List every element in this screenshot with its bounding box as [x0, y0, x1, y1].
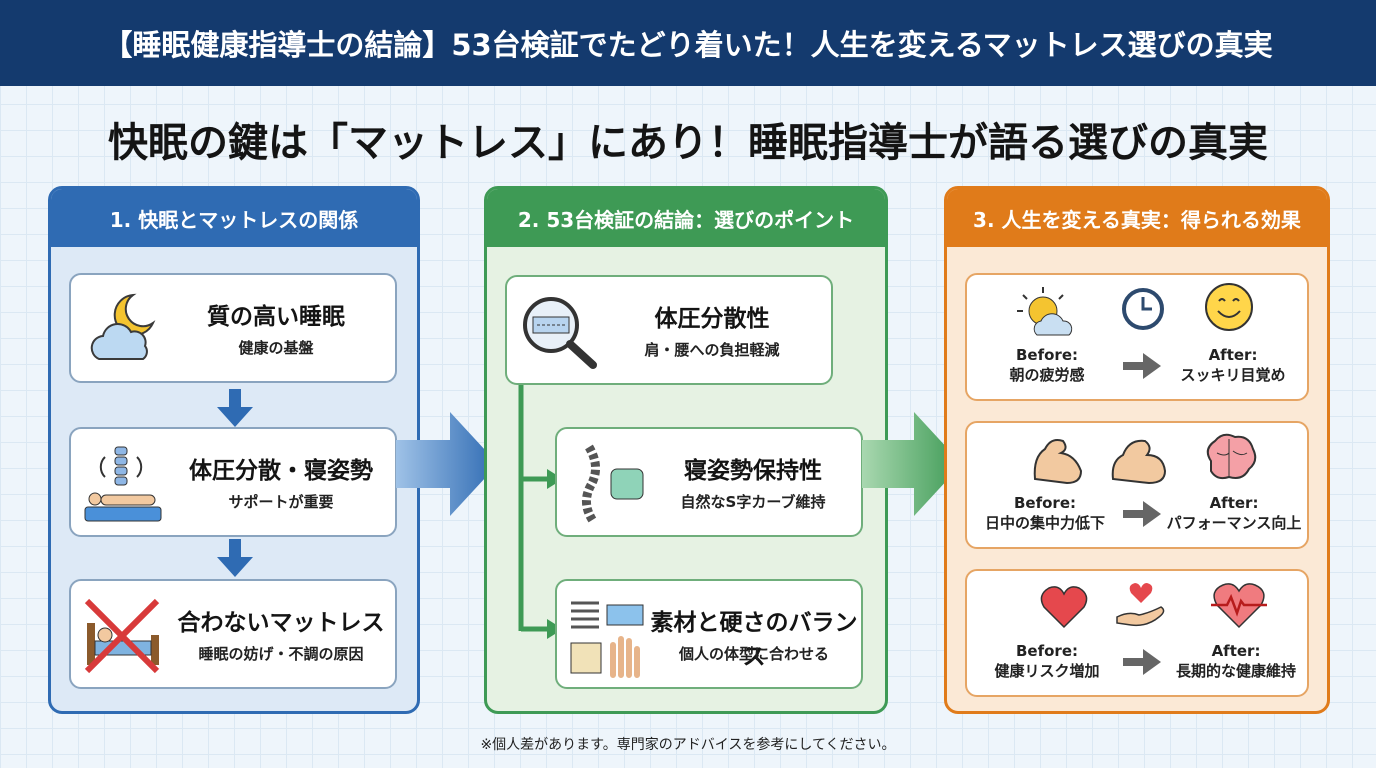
effect-card-health: Before: 健康リスク増加 After: 長期的な健康維持 [965, 569, 1309, 697]
card-materials-balance: 素材と硬さのバランス 個人の体型に合わせる [555, 579, 863, 689]
after-text: スッキリ目覚め [1180, 366, 1286, 384]
magnifier-mattress-icon [523, 297, 597, 369]
column-header: 2. 53台検証の結論：選びのポイント [487, 189, 885, 247]
top-banner: 【睡眠健康指導士の結論】53台検証でたどり着いた！人生を変えるマットレス選びの真… [0, 0, 1376, 86]
arrow-right-blue-icon [396, 412, 498, 516]
card-quality-sleep: 質の高い睡眠 健康の基盤 [69, 273, 397, 383]
main-headline: 快眠の鍵は「マットレス」にあり！睡眠指導士が語る選びの真実 [108, 120, 1268, 166]
arrow-down-icon [217, 539, 253, 577]
card-subtitle: 自然なS字カーブ維持 [680, 493, 826, 511]
before-text: 日中の集中力低下 [984, 514, 1105, 532]
card-bad-mattress: 合わないマットレス 睡眠の妨げ・不調の原因 [69, 579, 397, 689]
crossed-bed-icon [84, 598, 160, 674]
smile-icon [1205, 283, 1253, 331]
heartbeat-icon [1211, 583, 1267, 629]
card-subtitle: 肩・腰への負担軽減 [644, 341, 780, 359]
arrow-down-icon [217, 389, 253, 427]
card-subtitle: サポートが重要 [228, 493, 334, 511]
after-label: After: スッキリ目覚め [1163, 345, 1303, 385]
before-label: Before: 朝の疲労感 [987, 345, 1107, 385]
card-title: 寝姿勢保持性 [684, 458, 822, 484]
card-title: 質の高い睡眠 [207, 304, 345, 330]
card-title: 素材と硬さのバランス [650, 610, 858, 670]
arrow-right-icon [1123, 353, 1161, 379]
clock-icon [1122, 288, 1164, 330]
card-title: 体圧分散・寝姿勢 [189, 458, 373, 484]
moon-cloud-icon [90, 293, 156, 360]
card-subtitle: 個人の体型に合わせる [678, 645, 829, 663]
card-posture-support: 寝姿勢保持性 自然なS字カーブ維持 [555, 427, 863, 537]
before-text: 健康リスク増加 [994, 662, 1100, 680]
card-title: 合わないマットレス [177, 610, 385, 636]
arrow-right-icon [1123, 649, 1161, 675]
column-header: 1. 快眠とマットレスの関係 [51, 189, 417, 247]
footnote: ※個人差があります。専門家のアドバイスを参考にしてください。 [480, 737, 896, 753]
after-text: 長期的な健康維持 [1175, 662, 1296, 680]
arrow-right-green-icon [862, 412, 962, 516]
spine-sleeper-icon [84, 446, 162, 522]
column-effects: 3. 人生を変える真実：得られる効果 Before: 朝の疲労感 After: … [944, 186, 1330, 714]
card-posture: 体圧分散・寝姿勢 サポートが重要 [69, 427, 397, 537]
hand-heart-icon [1116, 583, 1165, 627]
effect-card-focus: Before: 日中の集中力低下 After: パフォーマンス向上 [965, 421, 1309, 549]
arm-icon [1033, 439, 1083, 485]
before-text: 朝の疲労感 [1009, 366, 1085, 384]
brain-icon [1206, 433, 1257, 480]
card-title: 体圧分散性 [654, 306, 770, 332]
before-label: Before: 健康リスク増加 [977, 641, 1117, 681]
heart-icon [1040, 586, 1088, 629]
column-points: 2. 53台検証の結論：選びのポイント 体圧分散性 肩・腰への負担軽減 寝姿勢保… [484, 186, 888, 714]
materials-icon [570, 601, 644, 678]
card-subtitle: 睡眠の妨げ・不調の原因 [198, 645, 364, 663]
card-pressure-distribution: 体圧分散性 肩・腰への負担軽減 [505, 275, 833, 385]
banner-title: 【睡眠健康指導士の結論】53台検証でたどり着いた！人生を変えるマットレス選びの真… [103, 28, 1273, 62]
card-subtitle: 健康の基盤 [238, 339, 314, 357]
column-relationship: 1. 快眠とマットレスの関係 質の高い睡眠 健康の基盤 体圧分散・寝姿勢 サポー… [48, 186, 420, 714]
after-label: After: 長期的な健康維持 [1163, 641, 1309, 681]
strong-arm-icon [1111, 439, 1167, 485]
column-header: 3. 人生を変える真実：得られる効果 [947, 189, 1327, 247]
spine-pillow-icon [582, 444, 644, 524]
after-text: パフォーマンス向上 [1166, 514, 1302, 532]
sunrise-icon [1017, 287, 1073, 336]
after-label: After: パフォーマンス向上 [1159, 493, 1309, 533]
before-label: Before: 日中の集中力低下 [975, 493, 1115, 533]
effect-card-morning: Before: 朝の疲労感 After: スッキリ目覚め [965, 273, 1309, 401]
arrow-right-icon [1123, 501, 1161, 527]
